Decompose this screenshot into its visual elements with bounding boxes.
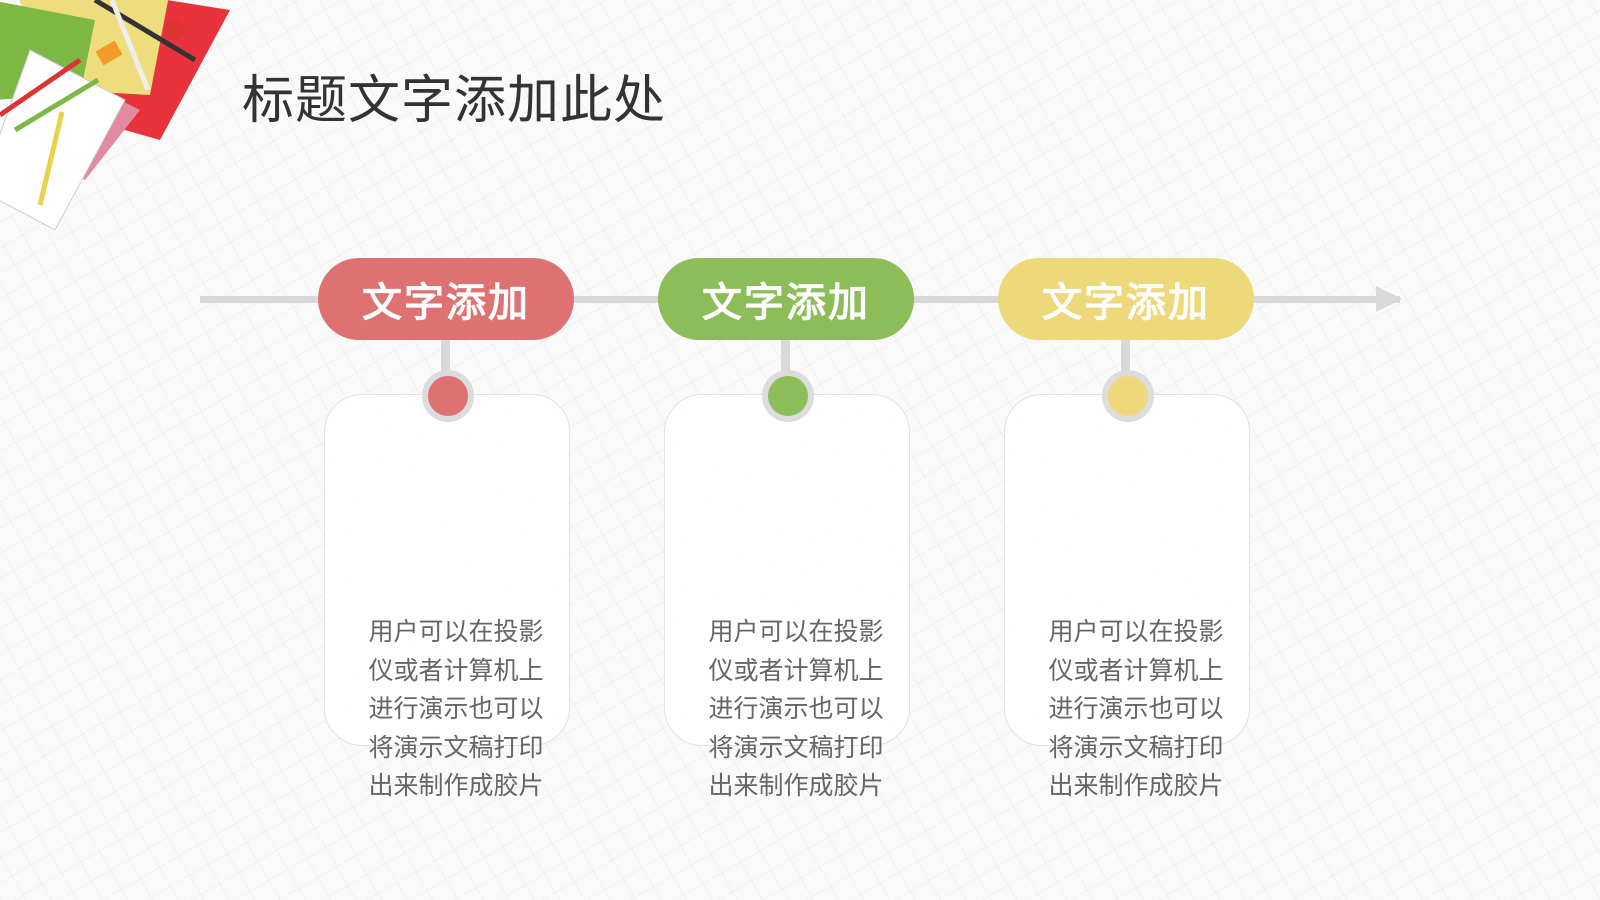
step-label: 文字添加 bbox=[998, 258, 1254, 340]
step-card: 用户可以在投影仪或者计算机上进行演示也可以将演示文稿打印出来制作成胶片 bbox=[664, 394, 910, 800]
step-label: 文字添加 bbox=[658, 258, 914, 340]
connector bbox=[1121, 338, 1130, 388]
step-dot-icon bbox=[1102, 370, 1154, 422]
step-label: 文字添加 bbox=[318, 258, 574, 340]
step-dot-icon bbox=[762, 370, 814, 422]
step-body: 用户可以在投影仪或者计算机上进行演示也可以将演示文稿打印出来制作成胶片 bbox=[708, 617, 884, 800]
page-title: 标题文字添加此处 bbox=[242, 71, 667, 131]
step-body: 用户可以在投影仪或者计算机上进行演示也可以将演示文稿打印出来制作成胶片 bbox=[1048, 617, 1224, 800]
step-card: 用户可以在投影仪或者计算机上进行演示也可以将演示文稿打印出来制作成胶片 bbox=[324, 394, 570, 800]
step-body: 用户可以在投影仪或者计算机上进行演示也可以将演示文稿打印出来制作成胶片 bbox=[368, 617, 544, 800]
stationery-illustration bbox=[0, 0, 230, 231]
timeline-arrow-icon bbox=[1376, 286, 1402, 312]
connector bbox=[781, 338, 790, 388]
step-card: 用户可以在投影仪或者计算机上进行演示也可以将演示文稿打印出来制作成胶片 bbox=[1004, 394, 1250, 800]
step-dot-icon bbox=[422, 370, 474, 422]
connector bbox=[441, 338, 450, 388]
